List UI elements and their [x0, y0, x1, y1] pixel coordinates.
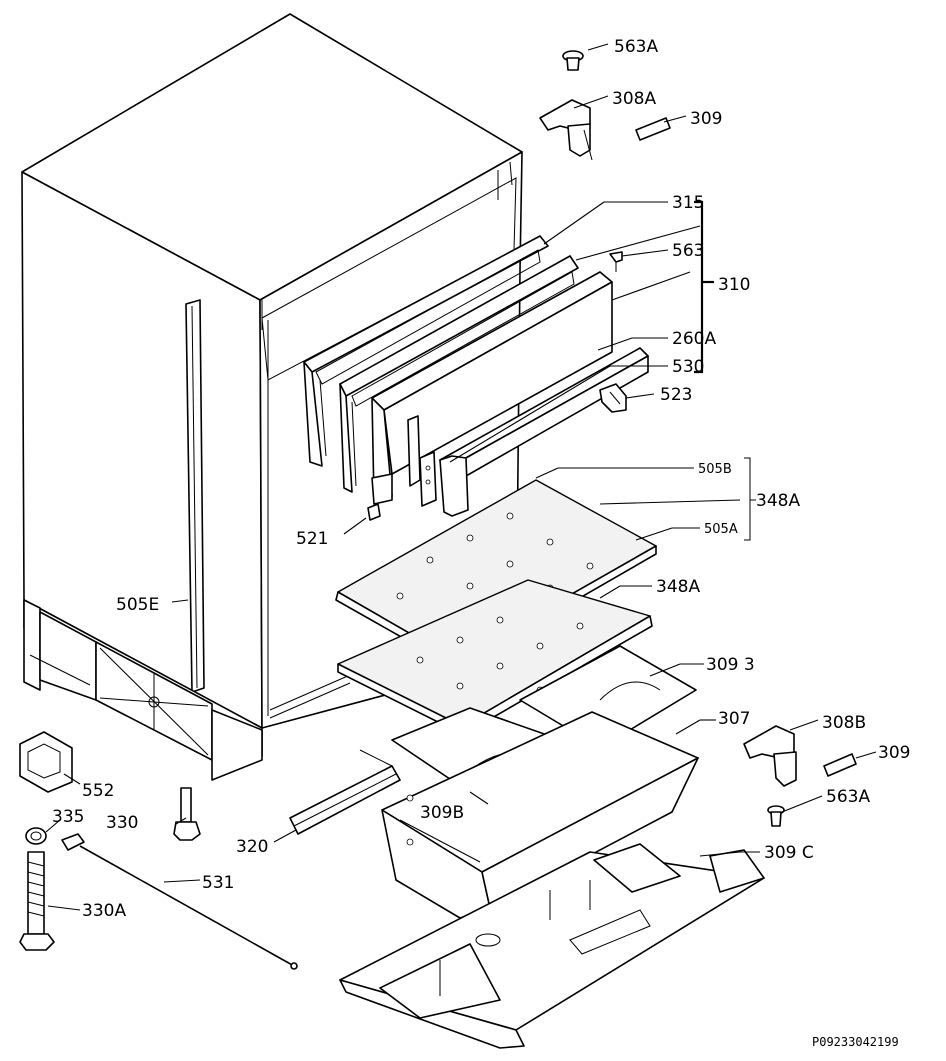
label-315: 315 — [672, 193, 704, 213]
drain-rod-531 — [61, 833, 298, 970]
label-310: 310 — [718, 275, 750, 295]
label-563A-top: 563A — [614, 37, 658, 57]
label-320: 320 — [236, 837, 268, 857]
label-523: 523 — [660, 385, 692, 405]
callout-labels: 563A 308A 309 315 563 310 260A 530 523 5… — [52, 37, 910, 921]
nut-335 — [25, 827, 47, 845]
hinge-308A — [539, 99, 593, 161]
bracket-310 — [694, 200, 704, 374]
label-530: 530 — [672, 357, 704, 377]
adjustable-foot-330 — [173, 787, 201, 841]
label-309-right: 309 — [878, 743, 910, 763]
label-348A-top: 348A — [756, 491, 800, 511]
label-330A: 330A — [82, 901, 126, 921]
adjustable-foot-330A — [19, 851, 55, 951]
label-563A-right: 563A — [826, 787, 870, 807]
label-505A: 505A — [704, 522, 738, 537]
latch-connector — [419, 451, 437, 507]
handle-strip-530 — [439, 347, 649, 517]
reference-code: P09233042199 — [812, 1035, 899, 1049]
label-309-top: 309 — [690, 109, 722, 129]
bracket-348A — [744, 457, 756, 541]
leader-lines — [45, 43, 877, 911]
door-stop-523 — [599, 383, 627, 413]
door-gasket-315 — [303, 235, 549, 467]
cabinet-base — [23, 599, 351, 781]
label-308A: 308A — [612, 89, 656, 109]
screw-563A-right — [767, 805, 785, 827]
foot-bracket-552 — [19, 731, 73, 793]
label-309B: 309B — [420, 803, 464, 823]
crisper-drawer-307 — [381, 711, 699, 919]
label-505B: 505B — [698, 462, 732, 477]
door-hinge-connector-521 — [367, 503, 381, 521]
label-521: 521 — [296, 529, 328, 549]
label-308B: 308B — [822, 713, 866, 733]
label-563: 563 — [672, 241, 704, 261]
front-trim-320 — [289, 749, 401, 835]
label-260A: 260A — [672, 329, 716, 349]
hinge-308B — [743, 725, 797, 787]
hinge-cover-309-top — [635, 117, 671, 141]
door-inner-panel — [339, 255, 579, 493]
label-552: 552 — [82, 781, 114, 801]
label-505E: 505E — [116, 595, 159, 615]
door-outer-panel-260A — [371, 271, 613, 505]
label-335: 335 — [52, 807, 84, 827]
hinge-cap-563A — [562, 50, 584, 71]
shelf-lower-348A — [337, 579, 653, 735]
label-309C: 309 C — [764, 843, 814, 863]
door-seal-strip — [185, 299, 205, 693]
label-348A-mid: 348A — [656, 577, 700, 597]
label-309-3: 309 3 — [706, 655, 755, 675]
screw-563 — [609, 251, 623, 272]
hinge-cover-309-right — [823, 753, 857, 777]
label-307: 307 — [718, 709, 750, 729]
label-531: 531 — [202, 873, 234, 893]
label-330: 330 — [106, 813, 138, 833]
bottom-tray-309C — [339, 843, 765, 1049]
